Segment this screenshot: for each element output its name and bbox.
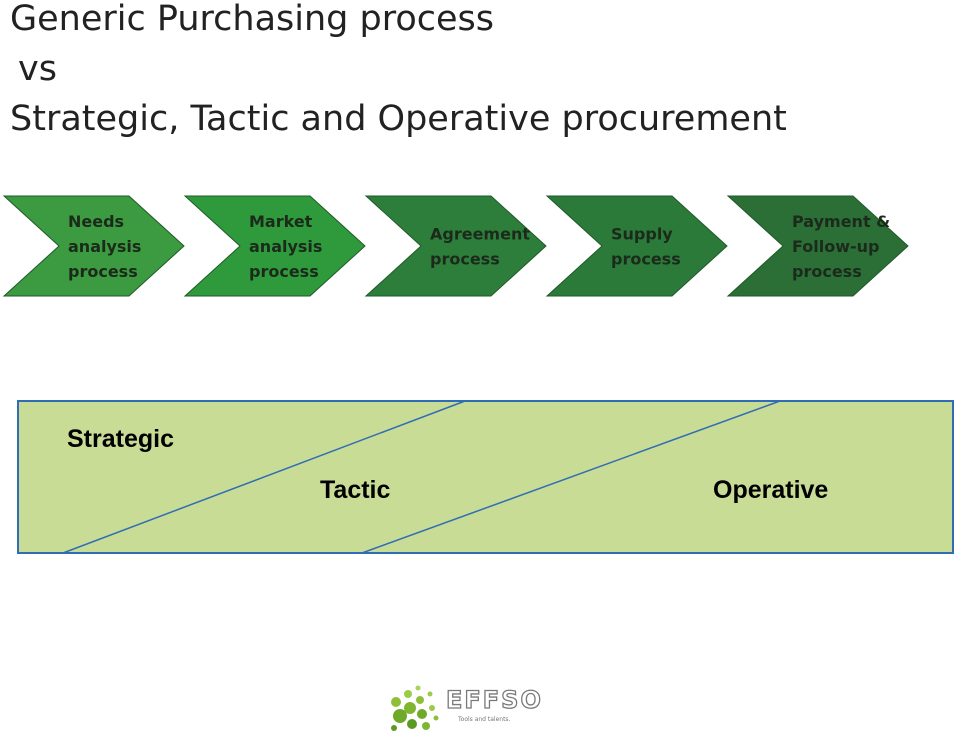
process-step-5: Payment & Follow-up process (726, 195, 909, 297)
effso-logo-wordmark: EFFSO (445, 685, 543, 714)
process-step-label-line: process (792, 262, 862, 281)
process-step-label-line: Payment & (792, 212, 890, 231)
phase-divider-2 (361, 400, 781, 554)
process-step-label-line: analysis (68, 237, 141, 256)
title-line-1: Generic Purchasing process (10, 0, 495, 39)
phase-divider-1 (62, 400, 466, 554)
phase-operative: Operative (713, 476, 829, 504)
process-step-label: Market analysis process (249, 212, 322, 281)
effso-logo: EFFSO Tools and talents. (386, 680, 556, 736)
phase-strategic: Strategic (67, 425, 174, 453)
process-step-label-line: Follow-up (792, 237, 880, 256)
process-step-3: Agreement process (364, 195, 547, 297)
effso-logo-icon (391, 685, 439, 731)
process-step-label-line: process (611, 250, 681, 269)
process-step-label: Needs analysis process (68, 212, 141, 281)
process-step-label-line: Needs (68, 212, 124, 231)
process-step-label-line: Supply (611, 225, 673, 244)
phase-band-background (17, 400, 954, 554)
process-step-label: Supply process (611, 225, 681, 269)
process-step-label-line: Market (249, 212, 313, 231)
process-step-chevron (726, 195, 909, 297)
title-line-2: vs (18, 49, 57, 89)
process-step-2: Market analysis process (183, 195, 366, 297)
process-step-4: Supply process (545, 195, 728, 297)
title-line-3: Strategic, Tactic and Operative procurem… (10, 99, 787, 139)
process-step-label: Agreement process (430, 225, 530, 269)
process-step-label-line: process (430, 250, 500, 269)
process-step-label-line: process (249, 262, 319, 281)
process-step-chevron (183, 195, 366, 297)
page-title: Generic Purchasing process vs Strategic,… (10, 0, 787, 144)
process-step-label-line: Agreement (430, 225, 530, 244)
phase-tactic: Tactic (320, 476, 391, 504)
process-step-label: Payment & Follow-up process (792, 212, 890, 281)
process-step-chevron (364, 195, 547, 297)
process-step-1: Needs analysis process (2, 195, 185, 297)
process-step-chevron (545, 195, 728, 297)
process-step-chevron (2, 195, 185, 297)
process-chevron-flow: Needs analysis process Market analysis proces… (2, 195, 909, 297)
process-step-label-line: process (68, 262, 138, 281)
process-step-label-line: analysis (249, 237, 322, 256)
effso-logo-tagline: Tools and talents. (458, 716, 511, 723)
